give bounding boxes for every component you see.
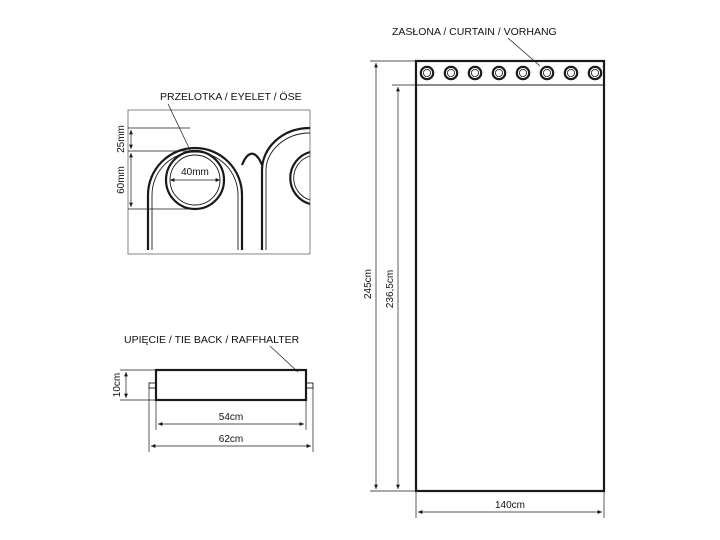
curtain-eyelet-inner [543, 69, 552, 78]
eyelet-ring-partial [289, 150, 311, 206]
curtain-eyelet-inner [470, 69, 479, 78]
tieback-tab-left [148, 382, 157, 389]
tieback-height-label: 10cm [112, 373, 123, 397]
tieback-tab-right [305, 382, 314, 389]
eyelet-top-margin-label: 25mm [116, 125, 127, 153]
curtain-detail: ZASŁONA / CURTAIN / VORHANG 245cm 236,5c… [363, 26, 606, 518]
curtain-eyelet-inner [422, 69, 431, 78]
eyelet-title: PRZELOTKA / EYELET / ÖSE [160, 91, 302, 103]
curtain-eyelet [515, 65, 531, 81]
eyelet-ring-partial-inner [293, 155, 311, 201]
eyelet-detail: PRZELOTKA / EYELET / ÖSE 40mm 25mm 60mm [116, 91, 311, 255]
eyelet-fabric-tab [146, 146, 244, 250]
curtain-eyelet-inner [567, 69, 576, 78]
curtain-eyelet [467, 65, 483, 81]
eyelet-fabric-tab-next [260, 126, 311, 250]
tieback-detail: UPIĘCIE / TIE BACK / RAFFHALTER 10cm 54c… [112, 334, 314, 452]
curtain-title: ZASŁONA / CURTAIN / VORHANG [392, 26, 557, 38]
curtain-eyelets [419, 65, 603, 81]
eyelet-height-label: 60mm [116, 166, 127, 194]
curtain-eyelet [419, 65, 435, 81]
curtain-length-label: 236,5cm [385, 270, 396, 308]
eyelet-diameter-label: 40mm [181, 167, 209, 178]
curtain-total-length-label: 245cm [363, 269, 374, 299]
tieback-leader-line [269, 345, 299, 373]
curtain-eyelet-inner [446, 69, 455, 78]
eyelet-fold [240, 152, 264, 166]
tieback-total-length-label: 62cm [219, 434, 243, 445]
curtain-eyelet-inner [494, 69, 503, 78]
curtain-eyelet [587, 65, 603, 81]
curtain-width-label: 140cm [495, 500, 525, 511]
tieback-inner-length-label: 54cm [219, 412, 243, 423]
tieback-title: UPIĘCIE / TIE BACK / RAFFHALTER [124, 334, 300, 346]
curtain-panel [414, 59, 606, 493]
curtain-eyelet [563, 65, 579, 81]
curtain-eyelet [443, 65, 459, 81]
curtain-eyelet [539, 65, 555, 81]
curtain-eyelet [491, 65, 507, 81]
curtain-eyelet-inner [591, 69, 600, 78]
eyelet-leader-line [167, 103, 191, 151]
eyelet-detail-frame [127, 109, 311, 255]
tieback-body [154, 368, 308, 402]
eyelet-fabric-tab-next-inner [265, 132, 311, 250]
curtain-eyelet-inner [519, 69, 528, 78]
